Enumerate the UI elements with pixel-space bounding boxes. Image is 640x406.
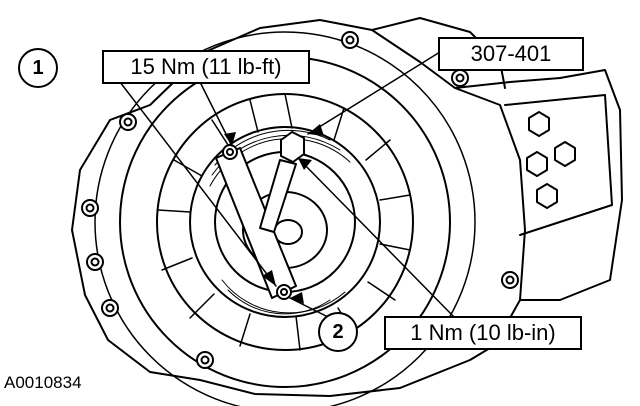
bolt-holes xyxy=(81,31,519,369)
callout-number-2: 2 xyxy=(318,312,358,352)
bell-ring xyxy=(94,31,476,406)
tool-head xyxy=(280,131,305,163)
lower-bolt xyxy=(276,284,292,300)
callout-number-2-text: 2 xyxy=(332,320,344,343)
case-side-plate xyxy=(504,94,613,236)
torque-spec-2-text: 1 Nm (10 lb-in) xyxy=(410,320,556,345)
inner-ring xyxy=(189,126,381,318)
torque-spec-2-label: 1 Nm (10 lb-in) xyxy=(384,316,582,350)
callout-number-1: 1 xyxy=(18,48,58,88)
case-extension xyxy=(454,69,623,301)
torque-spec-1-label: 15 Nm (11 lb-ft) xyxy=(102,50,310,84)
upper-bolt xyxy=(222,144,238,160)
figure-id: A0010834 xyxy=(4,373,82,392)
arrowheads xyxy=(224,124,324,304)
tool-shaft xyxy=(259,159,297,233)
tool-number-label: 307-401 xyxy=(438,37,584,71)
hex-bolts xyxy=(526,111,576,209)
torque-spec-1-text: 15 Nm (11 lb-ft) xyxy=(130,54,282,79)
tool-number-text: 307-401 xyxy=(470,41,552,66)
housing-flange xyxy=(71,19,526,397)
stator-vanes xyxy=(157,93,411,351)
callout-number-1-text: 1 xyxy=(32,56,44,79)
